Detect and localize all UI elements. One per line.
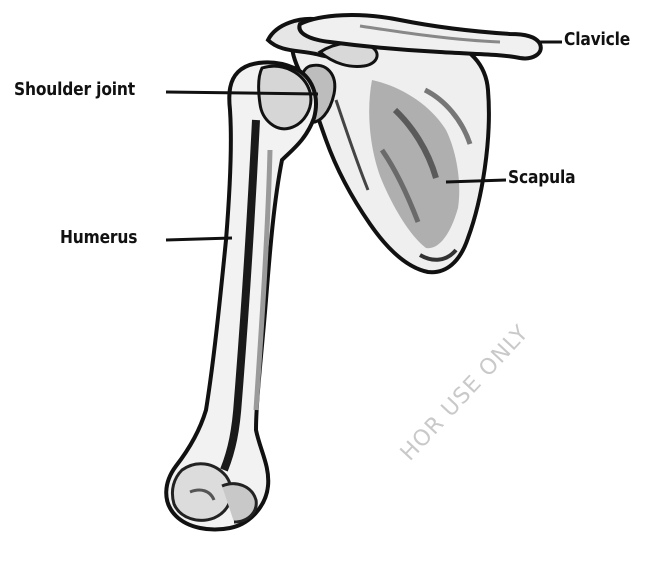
label-shoulder-joint: Shoulder joint (14, 79, 136, 100)
label-clavicle: Clavicle (564, 29, 631, 50)
humerus-leader-line (165, 236, 233, 242)
shoulder-joint-leader-line (165, 90, 319, 96)
scapula-bone (265, 16, 491, 275)
humerus-bone (164, 60, 318, 532)
label-humerus: Humerus (60, 227, 138, 248)
scapula-leader-line (445, 178, 507, 184)
label-scapula: Scapula (508, 167, 576, 188)
clavicle-bone (297, 13, 543, 61)
